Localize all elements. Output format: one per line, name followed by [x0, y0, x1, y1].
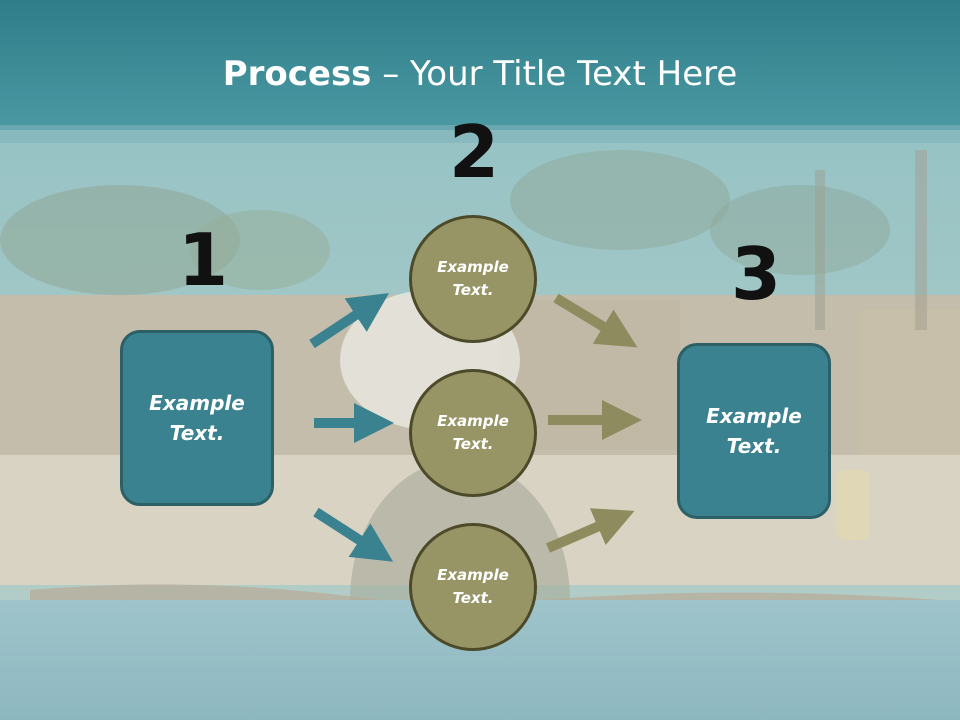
circle-text-top: Example Text. — [437, 258, 509, 299]
title-rest: – Your Title Text Here — [371, 54, 738, 94]
left-step-text: Example Text. — [149, 391, 245, 445]
arrow-left-to-top — [309, 293, 390, 349]
circle-text-center: Example Text. — [437, 412, 509, 453]
right-step-box: Example Text. — [677, 343, 831, 519]
middle-circle-bottom: Example Text. — [409, 523, 537, 651]
left-step-box: Example Text. — [120, 330, 274, 506]
middle-circle-top: Example Text. — [409, 215, 537, 343]
arrow-left-to-bottom — [313, 507, 394, 562]
arrow-top-to-right — [553, 293, 638, 348]
step-number-2: 2 — [449, 110, 500, 194]
title-bold: Process — [222, 54, 372, 94]
right-step-text: Example Text. — [706, 404, 802, 458]
step-number-3: 3 — [731, 232, 782, 316]
middle-circle-center: Example Text. — [409, 369, 537, 497]
page-title: Process – Your Title Text Here — [0, 52, 960, 96]
circle-text-bottom: Example Text. — [437, 566, 509, 607]
step-number-1: 1 — [178, 218, 229, 302]
arrow-bottom-to-right — [546, 508, 635, 553]
